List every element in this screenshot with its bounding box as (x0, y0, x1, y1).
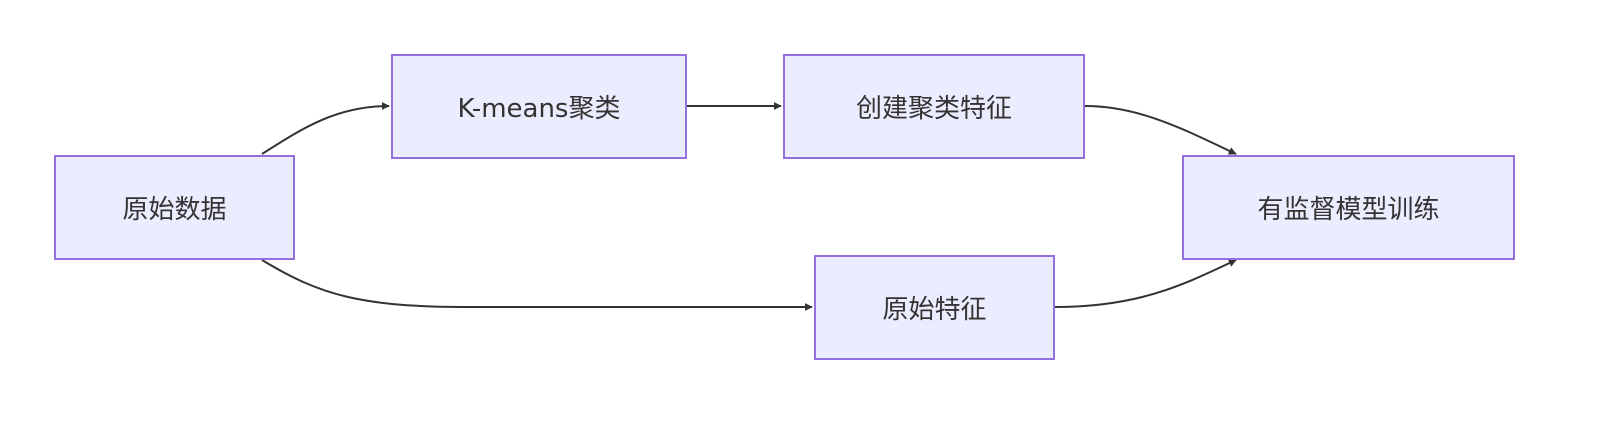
node-raw-features-label: 原始特征 (882, 295, 987, 325)
node-supervised-training-label: 有监督模型训练 (1257, 195, 1440, 225)
node-cluster-features: 创建聚类特征 (783, 54, 1085, 159)
node-kmeans-clustering: K-means聚类 (391, 54, 687, 159)
node-kmeans-clustering-label: K-means聚类 (457, 94, 621, 124)
edge-raw-data-to-kmeans (261, 102, 390, 155)
node-cluster-features-label: 创建聚类特征 (855, 94, 1012, 124)
edge-cluster-features-to-training (1084, 105, 1237, 155)
edge-raw-data-to-raw-features (261, 259, 813, 311)
node-raw-data-label: 原始数据 (122, 195, 227, 225)
node-raw-data: 原始数据 (54, 155, 295, 260)
edge-raw-features-to-training (1054, 259, 1237, 308)
node-supervised-training: 有监督模型训练 (1182, 155, 1515, 260)
node-raw-features: 原始特征 (814, 255, 1055, 360)
